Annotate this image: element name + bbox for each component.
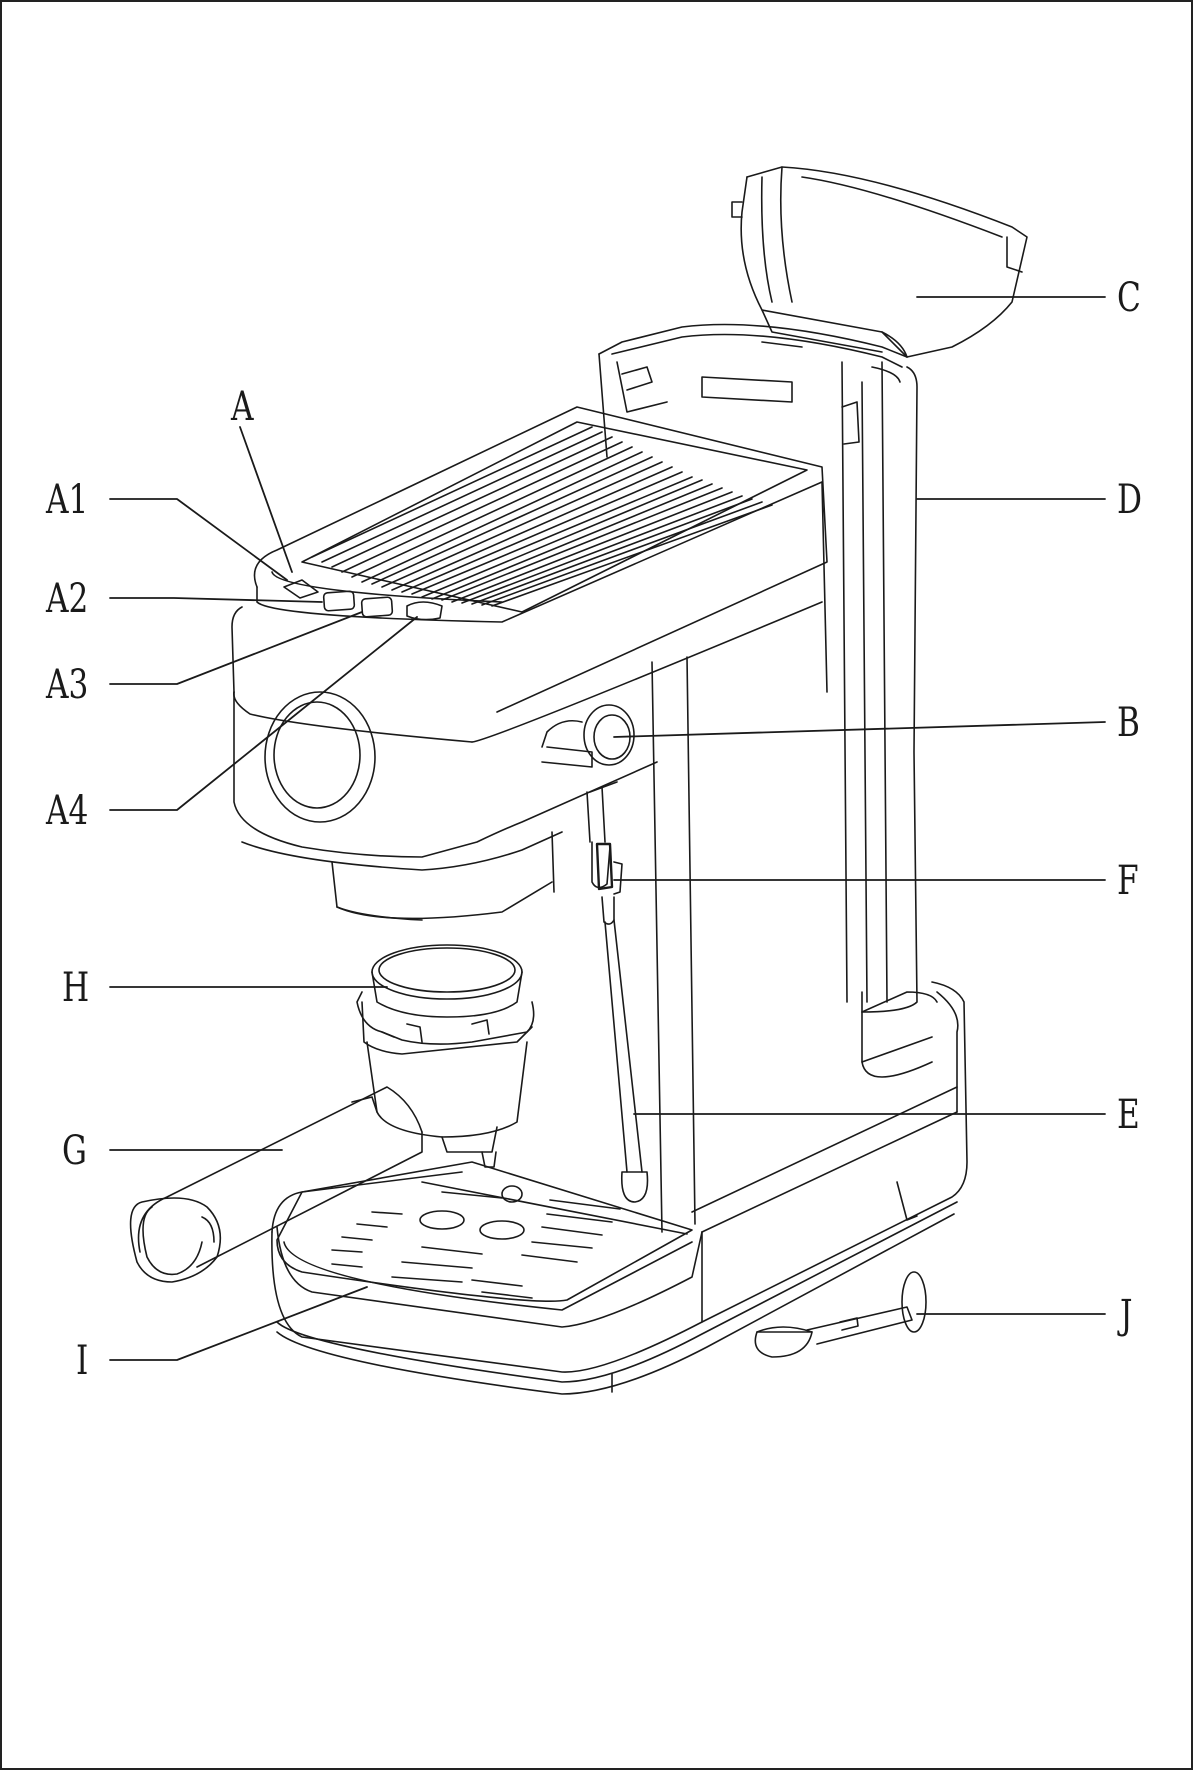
- portafilter: [129, 991, 535, 1283]
- label-c: C: [1117, 275, 1141, 321]
- tank-lid: [731, 166, 1028, 358]
- label-g: G: [62, 1128, 87, 1174]
- label-a4: A4: [46, 788, 89, 834]
- leader-a1: [109, 498, 288, 581]
- leader-a: [239, 426, 293, 573]
- label-f: F: [1117, 858, 1139, 904]
- machine-head: [231, 406, 828, 871]
- measuring-spoon: [754, 1271, 927, 1358]
- group-head: [331, 831, 555, 921]
- label-a2: A2: [46, 576, 89, 622]
- leader-i: [109, 1286, 368, 1361]
- label-d: D: [1117, 477, 1143, 523]
- leader-a2: [109, 597, 323, 603]
- leader-a4: [109, 616, 418, 811]
- machine-tower: [651, 656, 959, 1233]
- water-tank: [598, 323, 918, 1013]
- label-j: J: [1120, 1292, 1133, 1338]
- steam-wand: [586, 781, 649, 1203]
- label-i: I: [76, 1338, 89, 1384]
- label-a: A: [231, 384, 254, 430]
- label-b: B: [1117, 700, 1140, 746]
- label-e: E: [1117, 1092, 1140, 1138]
- leader-a3: [109, 611, 363, 685]
- label-a3: A3: [46, 662, 89, 708]
- leader-lines: [109, 296, 1106, 1361]
- label-h: H: [62, 965, 90, 1011]
- machine-base: [271, 981, 968, 1395]
- leader-b: [613, 721, 1106, 738]
- label-a1: A1: [46, 477, 89, 523]
- filter-basket: [371, 944, 523, 1018]
- drip-tray: [271, 1161, 703, 1328]
